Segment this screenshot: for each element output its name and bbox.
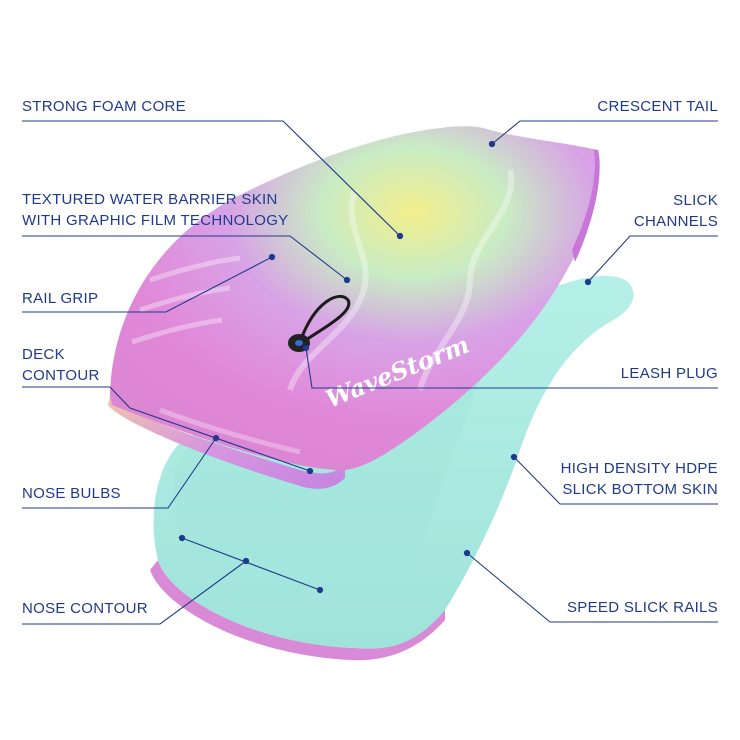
callout-dot (316, 586, 324, 594)
callout-line-nose-contour (22, 560, 247, 625)
callout-dot (212, 434, 220, 442)
label-rail-grip: RAIL GRIP (22, 290, 99, 307)
callout-dot (343, 276, 351, 284)
label-textured-skin-line1: TEXTURED WATER BARRIER SKIN (22, 191, 278, 208)
callout-dot (488, 140, 496, 148)
bottom-board-pink-rail (150, 560, 445, 661)
top-board: WaveStorm (108, 126, 600, 489)
rail-grip-ridge (139, 285, 231, 313)
callout-lines (22, 120, 718, 625)
label-deck-contour-line1: DECK (22, 346, 65, 363)
rail-grip-ridge (131, 317, 223, 345)
callout-line-rail-grip (22, 256, 273, 313)
callout-dot (178, 534, 186, 542)
callout-line-slick-channels (587, 235, 718, 283)
label-slick-channels-line2: CHANNELS (633, 213, 718, 230)
callout-dot (463, 549, 471, 557)
callout-dot (268, 253, 276, 261)
label-hdpe-line1: HIGH DENSITY HDPE (560, 460, 718, 477)
callout-dot (396, 232, 404, 240)
nose-bulb-ridge (159, 407, 301, 455)
nose-contour-guide (181, 537, 321, 591)
callout-dot (302, 344, 310, 352)
deck-contour-ridge (417, 169, 515, 391)
label-textured-skin-line2: WITH GRAPHIC FILM TECHNOLOGY (22, 212, 289, 229)
label-crescent-tail: CRESCENT TAIL (597, 98, 718, 115)
label-speed-slick-rails: SPEED SLICK RAILS (567, 599, 718, 616)
label-deck-contour-line2: CONTOUR (22, 367, 100, 384)
callout-line-leash-plug (305, 347, 718, 389)
callout-dot (584, 278, 592, 286)
label-slick-channels-line1: SLICK (673, 192, 718, 209)
label-strong-foam-core: STRONG FOAM CORE (22, 98, 186, 115)
label-leash-plug: LEASH PLUG (620, 365, 718, 382)
callout-line-deck-contour-2 (109, 386, 311, 472)
callout-dot (306, 467, 314, 475)
label-nose-contour: NOSE CONTOUR (22, 600, 148, 617)
callout-dot (510, 453, 518, 461)
top-board-deck (110, 126, 600, 471)
label-nose-bulbs: NOSE BULBS (22, 485, 121, 502)
callout-line-speed-slick-rails (466, 552, 718, 623)
callout-line-textured-skin (22, 235, 348, 281)
callout-line-hdpe (513, 456, 718, 505)
callout-line-crescent-tail (491, 120, 718, 145)
callout-line-nose-bulbs (22, 437, 217, 509)
deck-contour-ridge (287, 188, 369, 391)
callout-line-strong-foam-core (22, 120, 401, 237)
rail-grip-ridge (149, 255, 241, 283)
label-hdpe-line2: SLICK BOTTOM SKIN (562, 481, 718, 498)
top-board-rail (108, 395, 345, 489)
top-board-tail-edge (572, 150, 600, 262)
